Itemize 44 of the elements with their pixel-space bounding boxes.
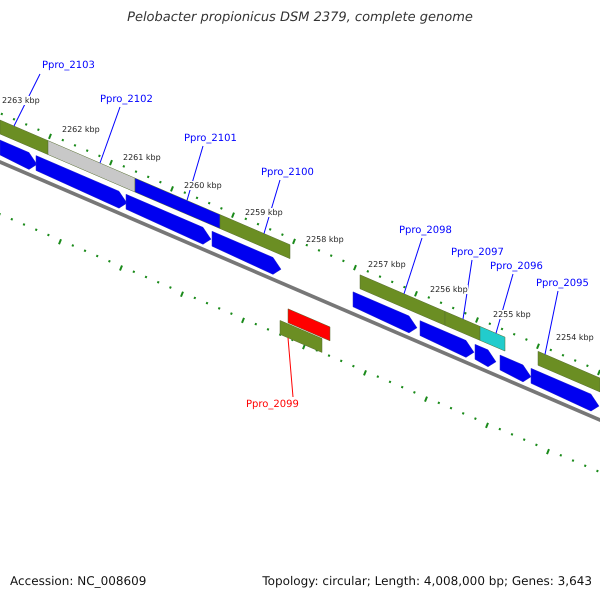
gene-bar: [212, 230, 282, 275]
scale-label: 2257 kbp: [368, 260, 406, 269]
gene-bar: [530, 368, 600, 412]
scale-label: 2262 kbp: [62, 125, 100, 134]
leader-line: [186, 146, 204, 201]
footer-text: Accession: NC_008609: [10, 574, 146, 588]
gene-label: Ppro_2096: [490, 261, 543, 272]
gene-label: Ppro_2097: [451, 247, 504, 258]
scale-label: 2260 kbp: [184, 181, 222, 190]
leader-line: [544, 290, 558, 355]
leader-line: [462, 260, 472, 320]
scale-label: 2261 kbp: [123, 153, 161, 162]
gene-bar: [420, 320, 474, 358]
gene-bar: [538, 351, 600, 392]
footer-text: Topology: circular; Length: 4,008,000 bp; Genes: 3,643: [262, 574, 592, 588]
gene-bar: [0, 140, 38, 170]
scale-label: 2254 kbp: [556, 333, 594, 342]
gene-bar: [480, 326, 506, 352]
gene-label: Ppro_2101: [184, 133, 237, 144]
gene-label: Ppro_2100: [261, 167, 314, 178]
gene-bar: [500, 354, 532, 382]
scale-label: 2256 kbp: [430, 285, 468, 294]
leader-line: [100, 106, 120, 164]
gene-bar: [288, 308, 330, 342]
gene-bar: [474, 344, 496, 368]
gene-label: Ppro_2102: [100, 94, 153, 105]
gene-label: Ppro_2103: [42, 60, 95, 71]
gene-bar: [352, 292, 418, 334]
title: Pelobacter propionicus DSM 2379, complete genome: [126, 10, 474, 25]
scale-label: 2255 kbp: [493, 310, 531, 319]
gene-bar: [444, 311, 480, 341]
gene-bar: [280, 320, 322, 353]
gene-bar: [0, 120, 48, 155]
gene-bar: [126, 194, 212, 245]
scale-label: 2259 kbp: [245, 208, 283, 217]
scale-label: 2258 kbp: [306, 235, 344, 244]
leader-line: [404, 238, 422, 294]
scale-label: 2263 kbp: [2, 96, 40, 105]
leader-line: [496, 274, 514, 334]
gene-bar: [134, 178, 220, 229]
gene-label: Ppro_2098: [399, 225, 452, 236]
leader-line: [288, 337, 294, 398]
gene-label: Ppro_2099: [246, 399, 299, 410]
gene-label: Ppro_2095: [536, 278, 589, 289]
